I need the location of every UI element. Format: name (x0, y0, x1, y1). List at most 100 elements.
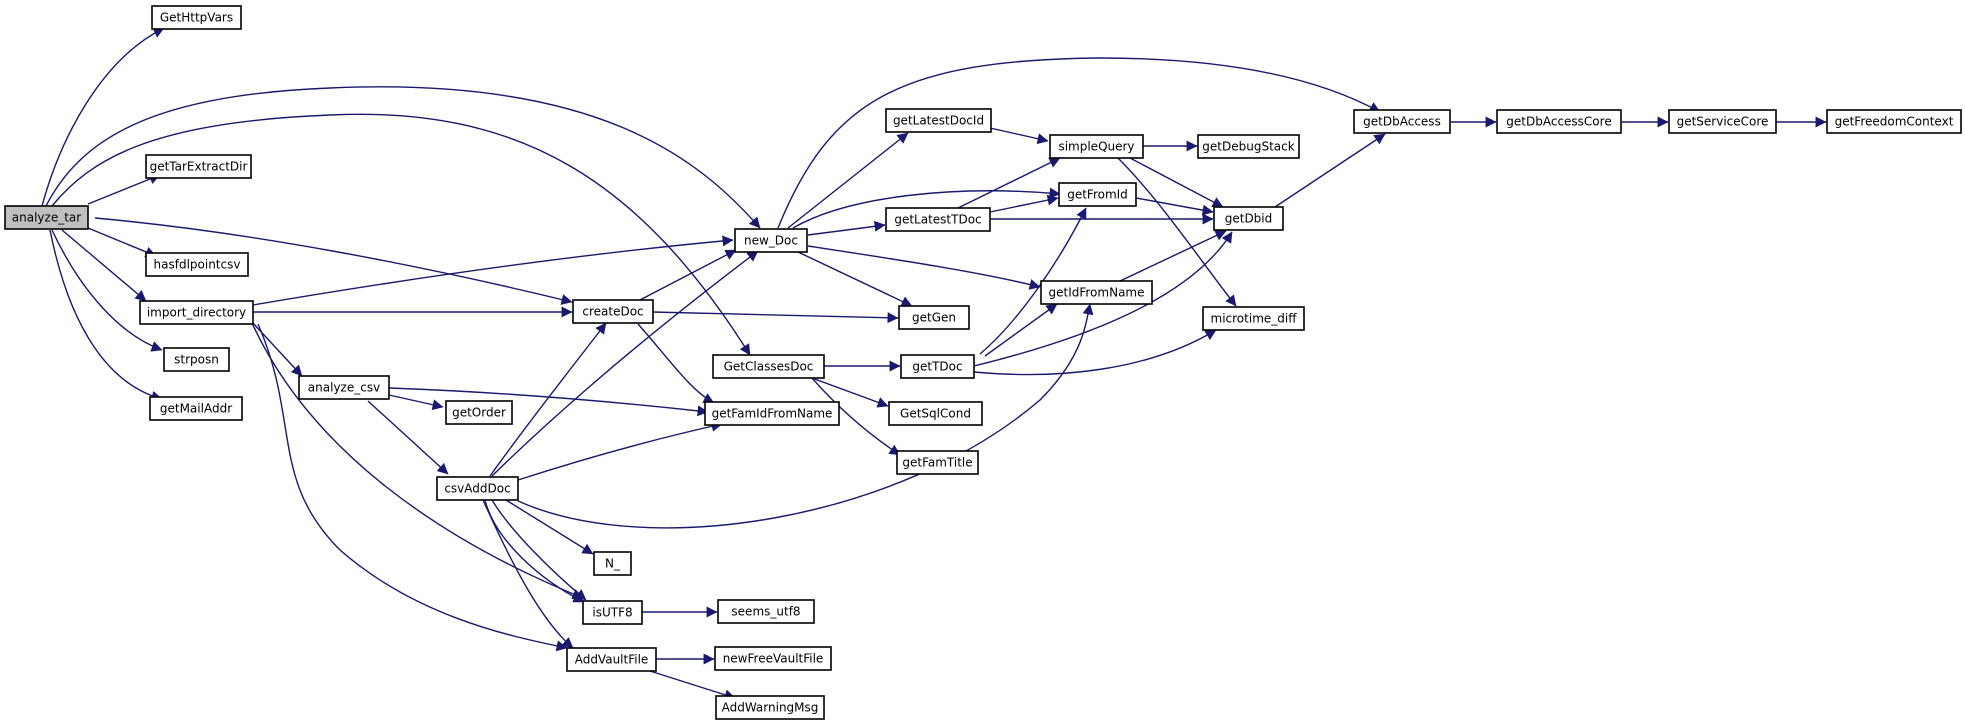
edge-getlatesttdoc-to-getfromid (989, 194, 1059, 213)
edge-analyze-csv-to-csvadddoc (367, 400, 449, 475)
edge-getdbid-to-getdbaccess (1274, 133, 1386, 208)
node-label: N_ (605, 557, 621, 571)
node-getlatestdocid[interactable]: getLatestDocId (885, 108, 992, 133)
node-label: getLatestTDoc (894, 213, 981, 227)
edge-analyze-tar-to-new-doc (45, 86, 761, 229)
node-label: getFromId (1067, 188, 1128, 202)
node-label: strposn (174, 353, 219, 367)
node-label: getTarExtractDir (150, 160, 248, 174)
nodes: analyze_tar GetHttpVars getTarExtractDir… (4, 5, 1962, 720)
node-gettarextractdir[interactable]: getTarExtractDir (145, 154, 252, 179)
node-seems-utf8[interactable]: seems_utf8 (717, 599, 815, 624)
node-label: getFreedomContext (1835, 115, 1954, 129)
edge-import-directory-to-addvaultfile (257, 323, 568, 652)
node-hasfdlpointcsv[interactable]: hasfdlpointcsv (145, 252, 249, 277)
edge-csvadddoc-to-isutf8-2 (484, 499, 585, 603)
node-addwarningmsg[interactable]: AddWarningMsg (715, 695, 825, 720)
node-getdbaccess[interactable]: getDbAccess (1353, 109, 1451, 134)
edge-import-directory-to-new-doc (252, 235, 734, 306)
node-isutf8[interactable]: isUTF8 (582, 600, 643, 625)
node-gettdoc[interactable]: getTDoc (900, 354, 975, 379)
node-getmailaddr[interactable]: getMailAddr (149, 396, 243, 421)
node-import-directory[interactable]: import_directory (139, 300, 254, 325)
edge-csvadddoc-to-getfamidfromname (517, 420, 723, 481)
node-getclassesdoc[interactable]: GetClassesDoc (712, 354, 825, 379)
node-label: AddWarningMsg (722, 701, 819, 715)
edge-addvaultfile-to-addwarningmsg (649, 670, 736, 701)
node-getfromid[interactable]: getFromId (1058, 182, 1137, 207)
edge-new-doc-to-getdbaccess (777, 57, 1381, 229)
edge-createdoc-to-getgen (651, 311, 899, 324)
edge-gettdoc-to-getfromid (979, 207, 1087, 355)
node-gethttpvars[interactable]: GetHttpVars (151, 5, 242, 30)
node-getfamtitle[interactable]: getFamTitle (896, 450, 979, 475)
edge-csvadddoc-to-addvaultfile (482, 499, 574, 649)
edge-getlatesttdoc-to-simplequery (957, 157, 1061, 209)
node-getgen[interactable]: getGen (898, 305, 970, 330)
edge-analyze-csv-to-getfamidfromname (388, 387, 709, 417)
node-getdbaccesscore[interactable]: getDbAccessCore (1496, 109, 1622, 134)
node-simplequery[interactable]: simpleQuery (1049, 134, 1144, 159)
node-label: import_directory (147, 306, 246, 320)
edge-new-doc-to-getfromid (792, 187, 1061, 229)
node-getdebugstack[interactable]: getDebugStack (1197, 134, 1300, 159)
node-label: createDoc (582, 305, 643, 319)
node-getidfromname[interactable]: getIdFromName (1040, 280, 1153, 305)
node-label: analyze_tar (12, 211, 81, 225)
node-label: GetHttpVars (160, 11, 233, 25)
node-getsqlcond[interactable]: GetSqlCond (888, 401, 983, 426)
node-label: new_Doc (744, 234, 798, 248)
edge-createdoc-to-new-doc (637, 249, 737, 302)
node-addvaultfile[interactable]: AddVaultFile (566, 647, 657, 672)
node-label: csvAddDoc (444, 482, 510, 496)
node-label: AddVaultFile (575, 653, 649, 667)
node-microtime-diff[interactable]: microtime_diff (1202, 306, 1305, 331)
edge-analyze-tar-to-createdoc (94, 217, 573, 305)
node-label: getDebugStack (1202, 140, 1294, 154)
node-label: getFamIdFromName (712, 407, 833, 421)
node-getservicecore[interactable]: getServiceCore (1668, 109, 1777, 134)
edge-analyze-tar-to-hasfdlpointcsv (87, 227, 157, 258)
edge-csvadddoc-to-n (505, 499, 594, 555)
node-getfreedomcontext[interactable]: getFreedomContext (1826, 109, 1962, 134)
node-label: getMailAddr (160, 402, 232, 416)
edge-analyze-csv-to-getorder (388, 394, 444, 411)
node-csvadddoc[interactable]: csvAddDoc (436, 476, 519, 501)
edge-getidfromname-to-getdbid (1119, 230, 1227, 282)
node-label: getServiceCore (1677, 115, 1769, 129)
node-getdbid[interactable]: getDbid (1213, 206, 1284, 231)
edge-gettdoc-to-microtime-diff (973, 329, 1217, 376)
edge-analyze-tar-to-strposn (51, 229, 163, 352)
node-analyze-csv[interactable]: analyze_csv (298, 375, 390, 400)
node-label: GetClassesDoc (724, 360, 814, 374)
edge-getlatestdocid-to-simplequery (989, 127, 1049, 145)
node-label: microtime_diff (1211, 312, 1298, 326)
node-analyze-tar[interactable]: analyze_tar (4, 205, 89, 230)
node-label: seems_utf8 (731, 605, 800, 619)
node-label: newFreeVaultFile (723, 652, 824, 666)
edge-simplequery-to-getdbid (1129, 157, 1224, 208)
edge-getfromid-to-getdbid (1135, 197, 1214, 216)
node-newfreevaultfile[interactable]: newFreeVaultFile (714, 646, 832, 671)
node-getlatesttdoc[interactable]: getLatestTDoc (885, 207, 991, 232)
node-strposn[interactable]: strposn (163, 347, 230, 372)
node-getfamidfromname[interactable]: getFamIdFromName (704, 401, 840, 426)
node-createdoc[interactable]: createDoc (572, 299, 654, 324)
node-new-doc[interactable]: new_Doc (734, 228, 808, 253)
edge-getclassesdoc-to-getfamtitle (811, 377, 901, 456)
edge-analyze-tar-to-getclassesdoc (51, 113, 751, 356)
node-getorder[interactable]: getOrder (445, 400, 513, 425)
edge-csvadddoc-to-createdoc (489, 322, 607, 477)
node-label: getDbAccess (1363, 115, 1441, 129)
edge-analyze-tar-to-getmailaddr (49, 229, 163, 402)
edge-new-doc-to-getlatesttdoc (807, 220, 886, 236)
edge-getclassesdoc-to-getsqlcond (811, 377, 889, 408)
edge-analyze-tar-to-gethttpvars (41, 27, 165, 207)
node-label: simpleQuery (1058, 140, 1134, 154)
node-n[interactable]: N_ (593, 551, 632, 576)
node-label: getOrder (452, 406, 506, 420)
edge-analyze-tar-to-gettarextractdir (87, 173, 161, 205)
node-label: getDbid (1225, 212, 1273, 226)
edge-gettdoc-to-getdbid (973, 231, 1233, 367)
